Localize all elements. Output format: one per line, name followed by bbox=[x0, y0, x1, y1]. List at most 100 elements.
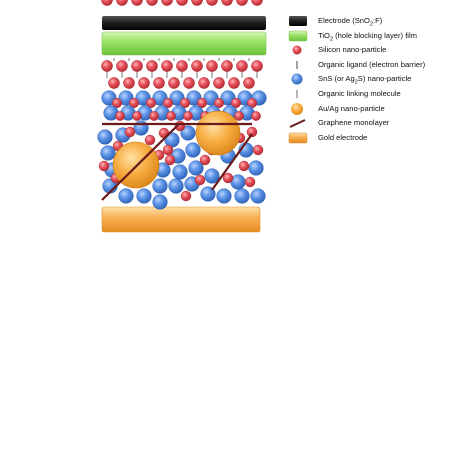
red-dot-icon bbox=[292, 45, 302, 55]
silicon-particle bbox=[153, 77, 165, 89]
black-bar-icon bbox=[289, 16, 307, 26]
silicon-particle bbox=[251, 0, 263, 6]
silicon-particle bbox=[251, 60, 263, 72]
graphene-monolayer bbox=[211, 133, 253, 191]
legend: Electrode (SnO2:F) TiO2 (hole blocking la… bbox=[288, 14, 472, 145]
legend-item-graphene: Graphene monolayer bbox=[288, 116, 472, 131]
green-bar-icon bbox=[288, 30, 308, 41]
sns-particle bbox=[250, 188, 266, 204]
sns-particle bbox=[188, 160, 204, 176]
silicon-particle bbox=[116, 60, 128, 72]
blue-dot-icon bbox=[291, 73, 303, 85]
sns-particle bbox=[136, 188, 152, 204]
legend-item-gold: Gold electrode bbox=[288, 131, 472, 146]
silicon-particle bbox=[101, 0, 113, 6]
silicon-particle bbox=[161, 60, 173, 72]
silicon-particle bbox=[238, 160, 250, 172]
silicon-particle bbox=[145, 97, 156, 108]
silicon-particle bbox=[206, 60, 218, 72]
silicon-particle bbox=[161, 0, 173, 6]
silicon-particle bbox=[101, 60, 113, 72]
legend-label: Gold electrode bbox=[318, 132, 368, 142]
silicon-particle bbox=[180, 190, 192, 202]
diagonal-line-icon bbox=[289, 119, 306, 129]
silicon-particle bbox=[176, 60, 188, 72]
silicon-particle bbox=[222, 172, 234, 184]
sns-particle bbox=[152, 178, 168, 194]
sns-particle bbox=[168, 178, 184, 194]
silicon-particle bbox=[162, 97, 173, 108]
silicon-particle bbox=[166, 111, 176, 121]
sns-particle bbox=[118, 188, 134, 204]
silicon-particle bbox=[246, 126, 258, 138]
silicon-particle bbox=[183, 77, 195, 89]
sns-particle bbox=[204, 168, 220, 184]
silicon-particle bbox=[128, 97, 139, 108]
legend-label: Electrode (SnO2:F) bbox=[318, 16, 383, 28]
sns-particle bbox=[172, 164, 188, 180]
silicon-particle bbox=[111, 97, 122, 108]
particle-group bbox=[97, 0, 267, 210]
silicon-particle bbox=[149, 111, 159, 121]
legend-label: Graphene monolayer bbox=[318, 118, 390, 128]
electrode-layer bbox=[102, 16, 266, 30]
legend-label: TiO2 (hole blocking layer) film bbox=[318, 30, 417, 43]
silicon-particle bbox=[146, 60, 158, 72]
silicon-particle bbox=[179, 97, 190, 108]
silicon-particle bbox=[213, 97, 224, 108]
tio2-layer bbox=[101, 31, 267, 56]
sns-particle bbox=[133, 120, 149, 136]
legend-item-auag: Au/Ag nano-particle bbox=[288, 102, 472, 117]
silicon-particle bbox=[131, 60, 143, 72]
silicon-particle bbox=[176, 0, 188, 6]
legend-label: SnS (or Ag2S) nano-particle bbox=[318, 74, 412, 86]
legend-label: Organic linking molecule bbox=[318, 88, 401, 98]
silicon-particle bbox=[252, 144, 264, 156]
thin-line-icon bbox=[296, 89, 298, 98]
silicon-particle bbox=[236, 0, 248, 6]
sns-particle bbox=[97, 129, 113, 145]
orange-dot-icon bbox=[291, 102, 303, 115]
legend-item-ligand: Organic ligand (electron barrier) bbox=[288, 58, 472, 73]
silicon-particle bbox=[108, 77, 120, 89]
silicon-particle bbox=[194, 174, 206, 186]
silicon-particle bbox=[144, 134, 156, 146]
silicon-particle bbox=[124, 126, 136, 138]
gold-electrode-layer bbox=[101, 206, 261, 233]
silicon-particle bbox=[191, 0, 203, 6]
silicon-particle bbox=[146, 0, 158, 6]
sns-particle bbox=[234, 188, 250, 204]
sns-particle bbox=[100, 145, 116, 161]
silicon-particle bbox=[243, 77, 255, 89]
orange-bar-icon bbox=[288, 132, 308, 143]
legend-label: Organic ligand (electron barrier) bbox=[318, 59, 426, 69]
silicon-particle bbox=[98, 160, 110, 172]
sns-particle bbox=[180, 125, 196, 141]
graphene-group bbox=[101, 122, 253, 201]
legend-item-silicon: Silicon nano-particle bbox=[288, 43, 472, 58]
silicon-particle bbox=[131, 0, 143, 6]
silicon-particle bbox=[168, 77, 180, 89]
legend-item-electrode: Electrode (SnO2:F) bbox=[288, 14, 472, 29]
sns-particle bbox=[152, 194, 168, 210]
legend-item-tio2: TiO2 (hole blocking layer) film bbox=[288, 29, 472, 44]
silicon-particle bbox=[244, 176, 256, 188]
silicon-particle bbox=[162, 144, 174, 156]
silicon-particle bbox=[132, 111, 142, 121]
silicon-particle bbox=[191, 60, 203, 72]
silicon-particle bbox=[251, 111, 261, 121]
silicon-particle bbox=[221, 60, 233, 72]
auag-particle bbox=[195, 110, 241, 156]
silicon-particle bbox=[183, 111, 193, 121]
silicon-particle bbox=[164, 154, 176, 166]
silicon-particle bbox=[116, 0, 128, 6]
silicon-particle bbox=[230, 97, 241, 108]
silicon-particle bbox=[234, 111, 244, 121]
silicon-particle bbox=[236, 60, 248, 72]
sns-particle bbox=[185, 142, 201, 158]
graphene-monolayer bbox=[101, 122, 181, 201]
sns-particle bbox=[200, 186, 216, 202]
legend-label: Silicon nano-particle bbox=[318, 45, 387, 55]
silicon-particle bbox=[138, 77, 150, 89]
